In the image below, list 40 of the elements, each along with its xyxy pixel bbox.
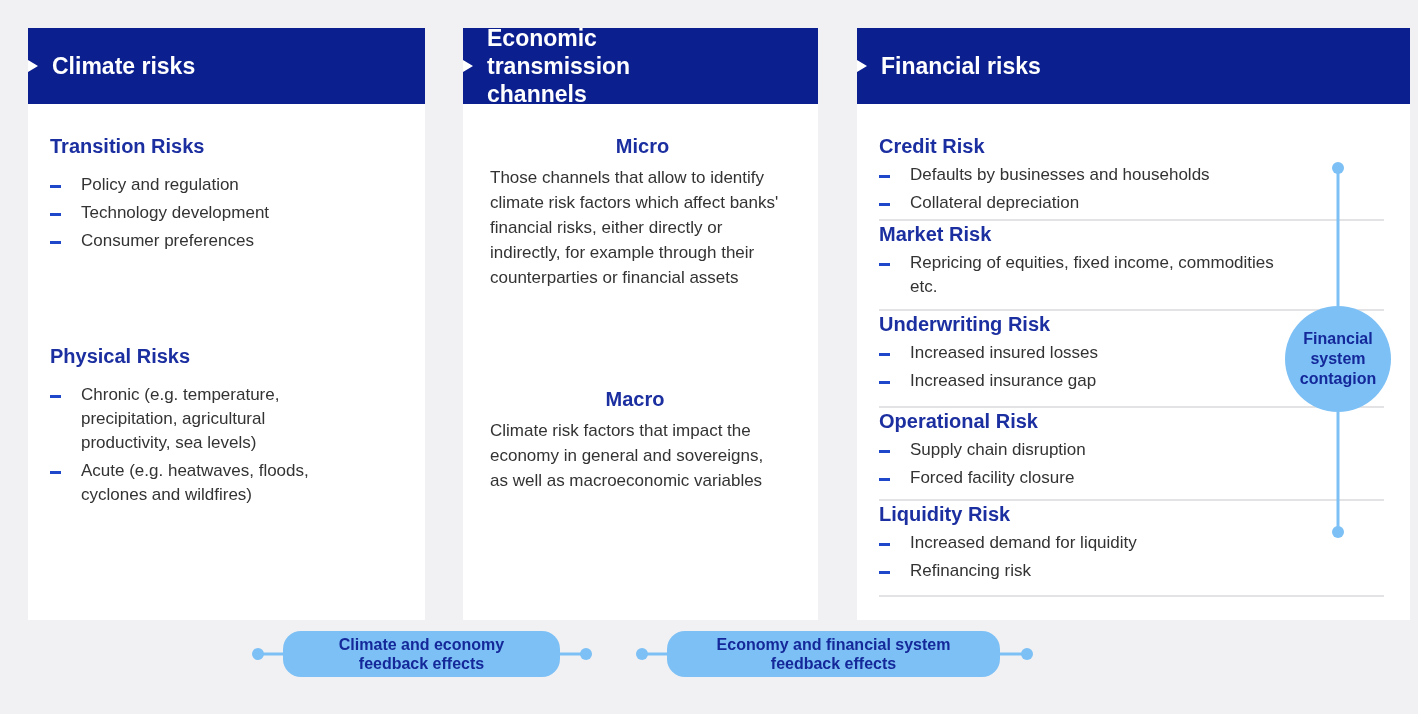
feedback-pill: Climate and economy feedback effects (283, 631, 560, 677)
bullet-text: Repricing of equities, fixed income, commodities etc. (910, 252, 1275, 298)
bullet-text: Policy and regulation (81, 174, 239, 196)
connector-line (1332, 412, 1344, 538)
header-banner: Financial risks (857, 28, 1410, 104)
bullet-text: Forced facility closure (910, 467, 1075, 489)
bullet-text: Chronic (e.g. temperature, precipitation, agricultural productivity, sea levels) (81, 384, 281, 454)
contagion-circle: Financial system contagion (1285, 306, 1391, 412)
bullet-text: Acute (e.g. heatwaves, floods, cyclones and wildfires) (81, 460, 310, 506)
column-panel (463, 28, 818, 620)
connector-line (252, 648, 283, 660)
bullet-text: Supply chain disruption (910, 439, 1086, 461)
bullet-text: Refinancing risk (910, 560, 1031, 582)
section-heading: Micro (614, 134, 671, 159)
connector-line (1000, 648, 1033, 660)
section-heading: Liquidity Risk (879, 502, 1012, 527)
connector-line (636, 648, 667, 660)
header-banner: Climate risks (28, 28, 425, 104)
bullet-text: Technology development (81, 202, 270, 224)
column-panel (857, 28, 1410, 620)
connector-line (1332, 162, 1344, 306)
description-text: Climate risk factors that impact the economy in general and sovereigns, as well as macroeconomic variables (490, 420, 765, 492)
section-heading: Operational Risk (879, 409, 1039, 434)
section-heading: Transition Risks (50, 134, 206, 159)
connector-line (560, 648, 592, 660)
section-heading: Macro (604, 387, 666, 412)
bullet-text: Collateral depreciation (910, 192, 1080, 214)
bullet-text: Increased demand for liquidity (910, 532, 1137, 554)
section-heading: Market Risk (879, 222, 993, 247)
bullet-text: Increased insured losses (910, 342, 1099, 364)
bullet-text: Consumer preferences (81, 230, 254, 252)
header-banner: Economic transmission channels (463, 28, 818, 104)
bullet-text: Increased insurance gap (910, 370, 1097, 392)
column-panel (28, 28, 425, 620)
bullet-text: Defaults by businesses and households (910, 164, 1210, 186)
section-heading: Credit Risk (879, 134, 986, 159)
section-heading: Underwriting Risk (879, 312, 1052, 337)
section-heading: Physical Risks (50, 344, 192, 369)
description-text: Those channels that allow to identify climate risk factors which affect banks' financial risks, either directly or indirectly, for example through their counterparties or financial assets (490, 167, 780, 289)
feedback-pill: Economy and financial system feedback effects (667, 631, 1000, 677)
